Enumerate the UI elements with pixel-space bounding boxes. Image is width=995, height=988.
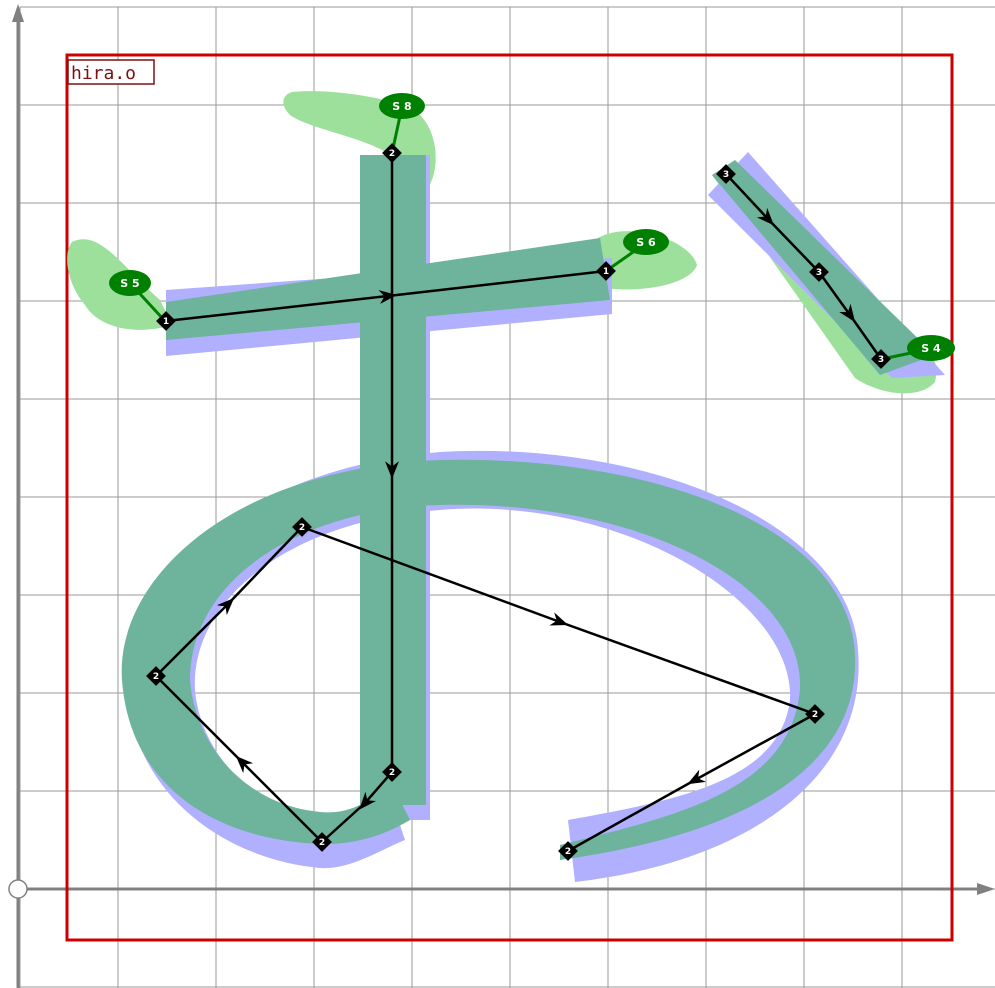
svg-text:2: 2 <box>153 672 159 682</box>
x-axis-arrow-icon <box>977 883 995 895</box>
svg-text:3: 3 <box>816 268 822 278</box>
tag-s5[interactable]: S 5 <box>109 270 151 296</box>
svg-text:2: 2 <box>812 710 818 720</box>
svg-text:2: 2 <box>319 838 325 848</box>
tag-s8[interactable]: S 8 <box>379 93 425 119</box>
origin-point[interactable] <box>9 880 27 898</box>
tag-s5-label: S 5 <box>120 277 139 290</box>
svg-text:1: 1 <box>163 317 169 327</box>
svg-text:3: 3 <box>723 170 729 180</box>
tag-s4-label: S 4 <box>921 342 941 355</box>
svg-text:2: 2 <box>299 523 305 533</box>
tag-s6-label: S 6 <box>636 236 656 249</box>
glyph-name-text: hira.o <box>71 63 136 84</box>
glyph-name-label: hira.o <box>68 60 154 84</box>
svg-text:2: 2 <box>565 847 571 857</box>
svg-text:2: 2 <box>389 768 395 778</box>
glyph-body <box>122 155 935 860</box>
tag-s8-label: S 8 <box>392 100 411 113</box>
tag-s6[interactable]: S 6 <box>623 229 669 255</box>
svg-text:3: 3 <box>878 355 884 365</box>
svg-text:2: 2 <box>389 149 395 159</box>
tag-s4[interactable]: S 4 <box>907 335 955 361</box>
svg-text:1: 1 <box>603 267 609 277</box>
